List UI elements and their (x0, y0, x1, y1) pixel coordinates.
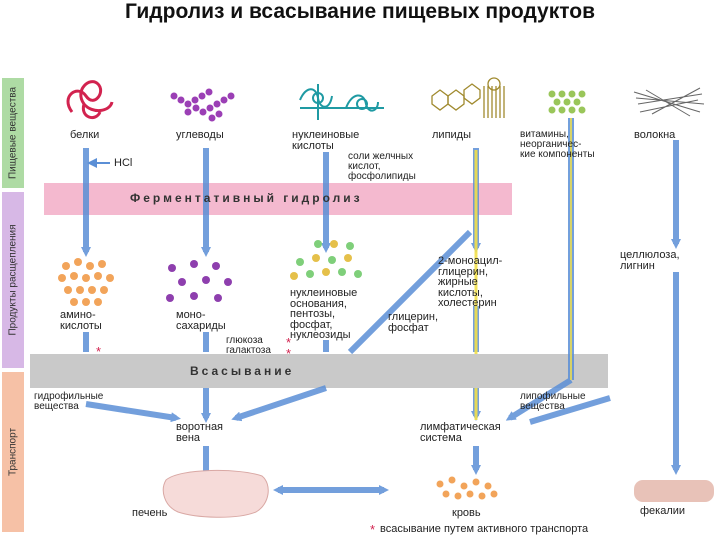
nucleotide-icon (290, 240, 362, 280)
nucleic-acid-icon (299, 84, 384, 120)
label-feces: фекалии (640, 505, 686, 517)
label-proteins: белки (70, 129, 100, 141)
star-mark: * (286, 335, 291, 350)
label-carbs: углеводы (176, 129, 224, 141)
label-monosaccharides: моно- сахариды (176, 309, 226, 332)
feces-shape (634, 480, 714, 502)
label-portal-vein: воротная вена (176, 421, 224, 444)
label-blood: кровь (452, 507, 481, 519)
label-lipid-products: 2-моноацил- глицерин, жирные кислоты, хо… (438, 255, 503, 309)
label-hydrophilic: гидрофильные вещества (34, 391, 104, 412)
label-cellulose: целлюлоза, лигнин (620, 249, 680, 272)
liver-shape (162, 469, 269, 518)
label-lipophilic: липофильные вещества (520, 391, 586, 412)
monosaccharide-icon (166, 260, 232, 302)
label-hcl: HCl (114, 157, 133, 169)
amino-acid-icon (58, 258, 114, 306)
hydrolysis-band-label: Ферментативный гидролиз (130, 191, 363, 205)
absorption-band-label: Всасывание (190, 364, 295, 378)
label-nucleic: нуклеиновые кислоты (292, 129, 360, 152)
label-lipids: липиды (432, 129, 471, 141)
lipid-icon (431, 77, 505, 118)
fiber-icon (633, 87, 705, 117)
side-label-transport: Транспорт (2, 372, 24, 532)
label-bile: соли желчных кислот, фосфолипиды (348, 151, 416, 182)
star-mark: * (286, 346, 291, 361)
side-label-products: Продукты расщепления (2, 192, 24, 368)
vitamin-icon (548, 90, 586, 114)
side-label-food: Пищевые вещества (2, 78, 24, 188)
label-liver: печень (132, 507, 168, 519)
label-amino-acids: амино- кислоты (60, 309, 102, 332)
star-mark: * (370, 522, 375, 537)
label-fibers: волокна (634, 129, 676, 141)
carbohydrate-icon (170, 88, 235, 122)
page-title: Гидролиз и всасывание пищевых продуктов (125, 0, 595, 23)
label-nucleo-products: нуклеиновые основания, пентозы, фосфат, … (290, 287, 358, 341)
label-lymph: лимфатическая система (420, 421, 501, 444)
protein-icon (66, 80, 114, 120)
hydrolysis-band (44, 183, 512, 215)
lipid-product-icon (436, 476, 498, 500)
label-sugars: глюкоза галактоза (226, 335, 271, 356)
label-glycerol: глицерин, фосфат (388, 311, 439, 334)
label-vitamins: витамины, неорганичес- кие компоненты (520, 129, 595, 160)
footnote: всасывание путем активного транспорта (380, 523, 589, 535)
star-mark: * (96, 344, 101, 359)
absorption-band (30, 354, 608, 388)
